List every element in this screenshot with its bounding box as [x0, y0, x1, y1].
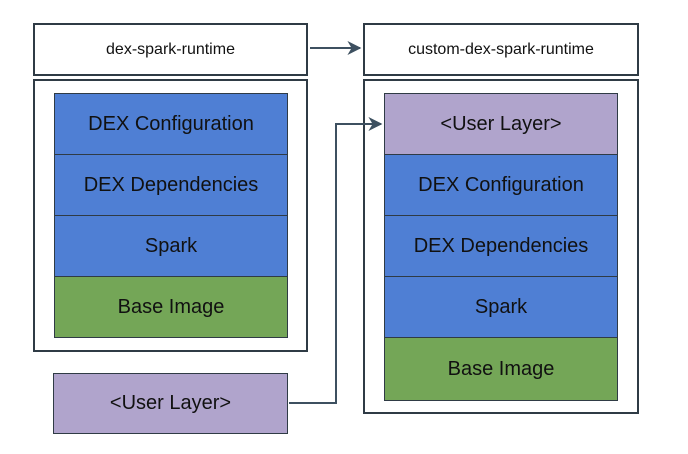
- user-layer-box: <User Layer>: [53, 373, 288, 434]
- right-layer-base-image: Base Image: [384, 337, 618, 401]
- left-layer-dex-configuration: DEX Configuration: [54, 93, 288, 155]
- left-runtime-title-box: dex-spark-runtime: [33, 23, 308, 76]
- right-layer-spark: Spark: [384, 276, 618, 338]
- right-layer-user-layer: <User Layer>: [384, 93, 618, 155]
- left-layer-dex-dependencies: DEX Dependencies: [54, 154, 288, 216]
- right-runtime-title: custom-dex-spark-runtime: [408, 40, 594, 58]
- right-layer-dex-configuration: DEX Configuration: [384, 154, 618, 216]
- right-layer-dex-dependencies: DEX Dependencies: [384, 215, 618, 277]
- right-runtime-title-box: custom-dex-spark-runtime: [363, 23, 639, 76]
- left-runtime-title: dex-spark-runtime: [106, 40, 235, 58]
- left-layer-base-image: Base Image: [54, 276, 288, 338]
- left-layer-spark: Spark: [54, 215, 288, 277]
